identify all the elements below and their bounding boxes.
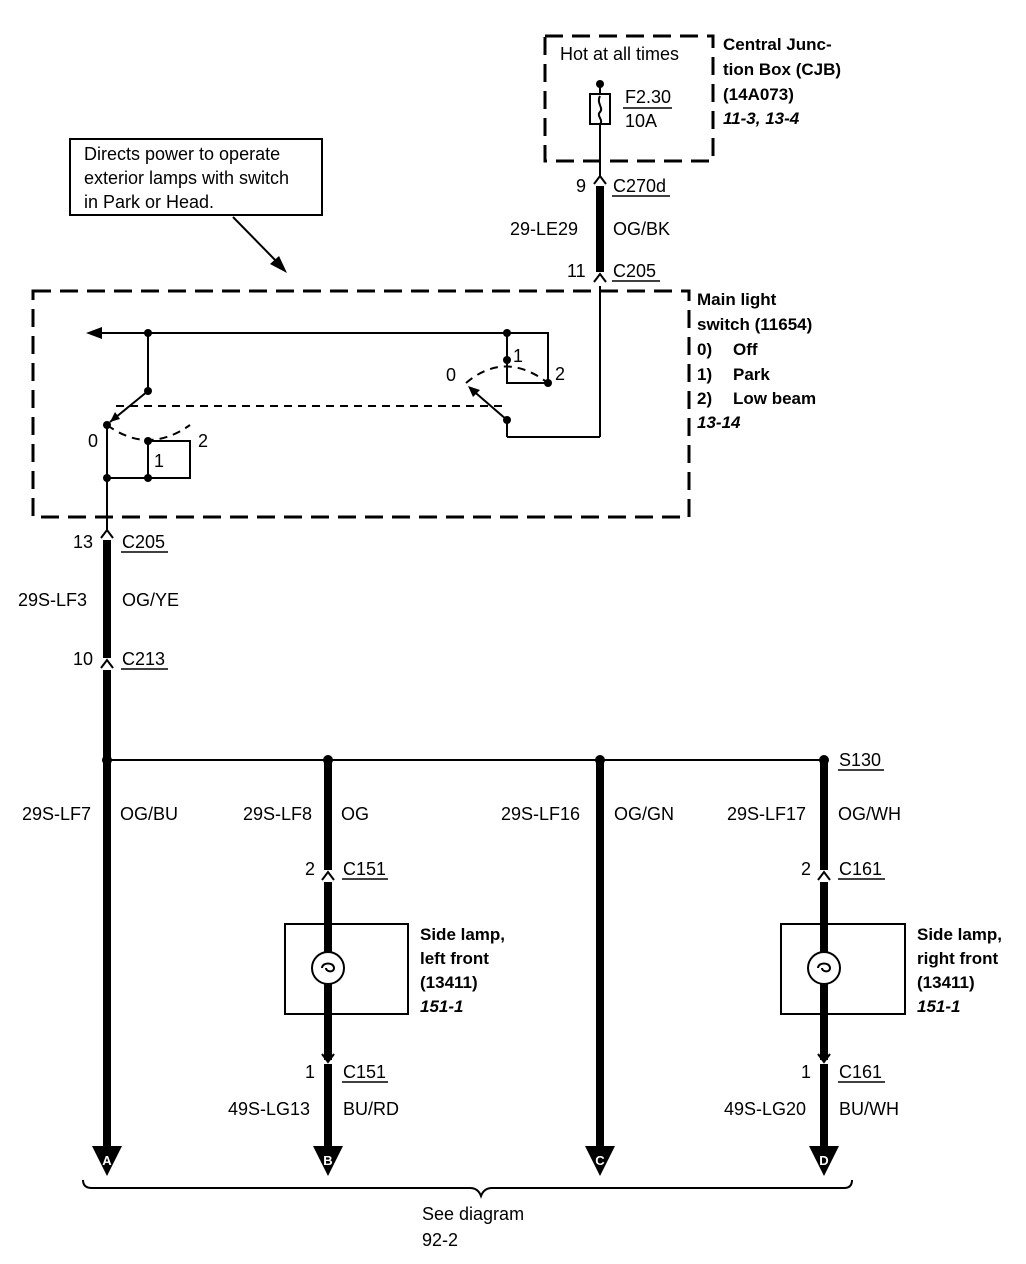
left-lamp-title-1: Side lamp, [420, 925, 505, 944]
note-box [69, 138, 323, 216]
left-lamp-conn-top: C151 [343, 859, 386, 879]
fuse-rating: 10A [625, 111, 657, 131]
right-pos-2: 2 [555, 364, 565, 384]
pin-9: 9 [576, 176, 586, 196]
footer-line-2: 92-2 [422, 1230, 458, 1250]
middle-circuit: 13 C205 29S-LF3 OG/YE 10 C213 [18, 478, 179, 760]
right-lamp-refs: 151-1 [917, 997, 960, 1016]
terminal-a-arrow [92, 1146, 122, 1176]
circuit-29s-lf16: 29S-LF16 [501, 804, 580, 824]
branch-a: A 29S-LF7 OG/BU [22, 760, 178, 1176]
circuit-49s-lg13: 49S-LG13 [228, 1099, 310, 1119]
circuit-29s-lf17: 29S-LF17 [727, 804, 806, 824]
conn-c270d: C270d [613, 176, 666, 196]
switch-refs: 13-14 [697, 413, 741, 432]
fuse-element [597, 95, 603, 125]
left-bulb-icon [311, 951, 345, 985]
left-pos-2: 2 [198, 431, 208, 451]
splice-label: S130 [839, 750, 881, 770]
right-lamp-pin-bottom: 1 [801, 1062, 811, 1082]
terminal-c-arrow [585, 1146, 615, 1176]
left-pos-1: 1 [154, 451, 164, 471]
switch-title-2: switch (11654) [697, 315, 812, 334]
terminal-a-letter: A [102, 1153, 112, 1168]
terminal-b-letter: B [323, 1153, 332, 1168]
color-bu-rd: BU/RD [343, 1099, 399, 1119]
color-og-bk: OG/BK [613, 219, 670, 239]
note-arrow [232, 216, 281, 266]
cjb-title-2: tion Box (CJB) [723, 60, 841, 79]
right-lamp-title-2: right front [917, 949, 999, 968]
pin-13: 13 [73, 532, 93, 552]
right-lamp-conn-bottom: C161 [839, 1062, 882, 1082]
circuit-49s-lg20: 49S-LG20 [724, 1099, 806, 1119]
circuit-29s-lf8: 29S-LF8 [243, 804, 312, 824]
branch-c: C 29S-LF16 OG/GN [501, 760, 674, 1176]
main-light-switch: 0 1 2 0 1 2 Main light switch (11654) 0)… [31, 286, 816, 519]
color-bu-wh: BU/WH [839, 1099, 899, 1119]
switch-pos-num-0: 0) [697, 340, 712, 359]
footer-line-1: See diagram [422, 1204, 524, 1224]
footer: See diagram 92-2 [82, 1179, 853, 1250]
top-circuit: 9 C270d 29-LE29 OG/BK 11 C205 [510, 124, 670, 283]
terminal-d-letter: D [819, 1153, 828, 1168]
conn-c205-bottom: C205 [122, 532, 165, 552]
fuse-id: F2.30 [625, 87, 671, 107]
pin-10: 10 [73, 649, 93, 669]
terminal-b-arrow [313, 1146, 343, 1176]
note-line-1: Directs power to operate [84, 144, 280, 164]
circuit-29-le29: 29-LE29 [510, 219, 578, 239]
switch-title-1: Main light [697, 290, 777, 309]
color-og: OG [341, 804, 369, 824]
right-lamp-pin-top: 2 [801, 859, 811, 879]
right-lamp-conn-top: C161 [839, 859, 882, 879]
switch-pos-num-2: 2) [697, 389, 712, 408]
switch-pos-num-1: 1) [697, 365, 712, 384]
switch-pos-label-2: Low beam [733, 389, 816, 408]
color-og-bu: OG/BU [120, 804, 178, 824]
cjb-dashed-box [543, 34, 715, 163]
branch-b: B 29S-LF8 OG 2 C151 Side lamp, left fron… [228, 760, 505, 1176]
left-lamp-conn-bottom: C151 [343, 1062, 386, 1082]
right-lamp-title-1: Side lamp, [917, 925, 1002, 944]
cjb-title-1: Central Junc- [723, 35, 832, 54]
right-pos-1: 1 [513, 346, 523, 366]
switch-pos-label-0: Off [733, 340, 758, 359]
left-lamp-title-3: (13411) [420, 973, 478, 992]
switch-pos-label-1: Park [733, 365, 770, 384]
conn-c213: C213 [122, 649, 165, 669]
color-og-gn: OG/GN [614, 804, 674, 824]
terminal-c-letter: C [595, 1153, 605, 1168]
circuit-29s-lf3: 29S-LF3 [18, 590, 87, 610]
note-callout: Directs power to operate exterior lamps … [69, 138, 323, 273]
right-lamp-title-3: (13411) [917, 973, 975, 992]
left-lamp-title-2: left front [420, 949, 489, 968]
pin-11: 11 [567, 261, 586, 281]
conn-c205-top: C205 [613, 261, 656, 281]
right-bulb-icon [807, 951, 841, 985]
switch-dashed-box [31, 289, 691, 519]
right-lamp-box [780, 923, 906, 1015]
footer-bracket [82, 1179, 853, 1199]
left-lamp-pin-top: 2 [305, 859, 315, 879]
left-pos-0: 0 [88, 431, 98, 451]
left-lamp-box [284, 923, 409, 1015]
branch-d: D 29S-LF17 OG/WH 2 C161 Side lamp, right… [724, 760, 1002, 1176]
left-lamp-pin-bottom: 1 [305, 1062, 315, 1082]
cjb-group: Hot at all times F2.30 10A Central Junc-… [543, 34, 841, 163]
splice-s130: S130 [102, 750, 884, 771]
cjb-hot-label: Hot at all times [560, 44, 679, 64]
cjb-refs: 11-3, 13-4 [723, 109, 800, 128]
color-og-ye: OG/YE [122, 590, 179, 610]
right-pos-0: 0 [446, 365, 456, 385]
terminal-d-arrow [809, 1146, 839, 1176]
left-lamp-refs: 151-1 [420, 997, 463, 1016]
cjb-title-3: (14A073) [723, 85, 794, 104]
color-og-wh: OG/WH [838, 804, 901, 824]
circuit-29s-lf7: 29S-LF7 [22, 804, 91, 824]
note-line-2: exterior lamps with switch [84, 168, 289, 188]
note-line-3: in Park or Head. [84, 192, 214, 212]
